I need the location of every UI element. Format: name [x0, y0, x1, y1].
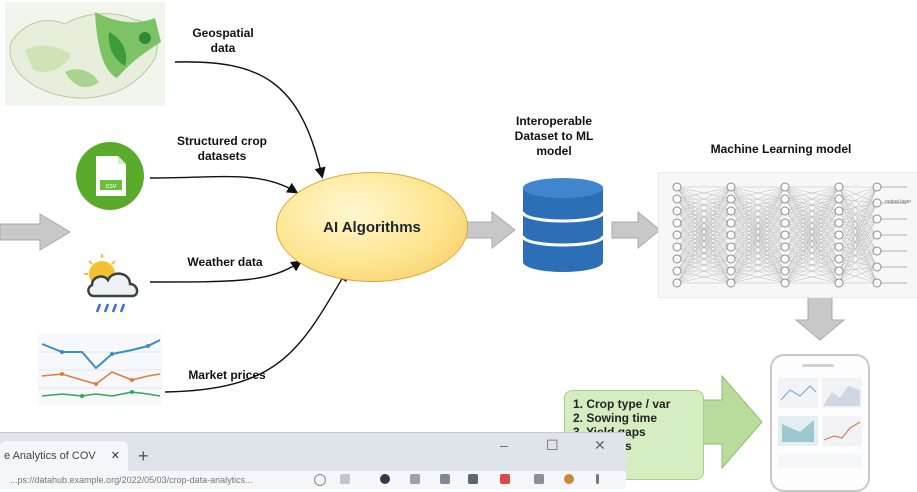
nn-neuron [726, 194, 736, 204]
nn-neuron [780, 266, 790, 276]
nn-neuron [872, 230, 882, 240]
ml-model-title: Machine Learning model [710, 142, 852, 156]
nn-neuron [672, 230, 682, 240]
nn-neuron [834, 242, 844, 252]
address-text: ...ps://datahub.example.org/2022/05/03/c… [10, 475, 253, 485]
nn-neuron [834, 182, 844, 192]
nn-neuron [780, 230, 790, 240]
nn-neuron [872, 182, 882, 192]
nn-neuron [834, 278, 844, 288]
phone-speaker [802, 364, 834, 367]
nn-connections [676, 186, 878, 284]
close-window-button[interactable]: ✕ [594, 437, 606, 453]
nn-neuron [834, 230, 844, 240]
nn-neuron [834, 218, 844, 228]
tab-close-icon[interactable]: ✕ [110, 450, 120, 462]
weather-data-label: Weather data [187, 255, 263, 269]
nn-neuron [834, 254, 844, 264]
nn-neuron [834, 194, 844, 204]
input-block-arrow [0, 213, 71, 251]
nn-neuron [726, 218, 736, 228]
recommendation-item: 2. Sowing time [573, 411, 658, 425]
weather-connector [149, 260, 303, 283]
csv-icon-text: csv [106, 183, 117, 190]
nn-neuron [726, 242, 736, 252]
structured-crop-label: Structured crop datasets [176, 134, 267, 163]
tab-title: e Analytics of COV [4, 450, 96, 462]
nn-neuron [872, 262, 882, 272]
structured-connector [149, 175, 299, 194]
weather-cloud-sun-icon [84, 254, 139, 313]
recommendation-item: 1. Crop type / var [573, 397, 671, 411]
interoperable-dataset-label: Interoperable Dataset to ML model [514, 114, 594, 158]
nn-neuron [726, 278, 736, 288]
zoom-icon[interactable] [314, 474, 326, 486]
new-tab-button[interactable]: + [138, 446, 149, 466]
ml-to-phone-block-arrow [794, 295, 846, 341]
nn-neuron [780, 182, 790, 192]
nn-output-label: output layer [885, 199, 911, 205]
nn-neuron [780, 218, 790, 228]
nn-neuron [780, 254, 790, 264]
phone-charts-image [778, 378, 862, 468]
bookmark-icon[interactable] [500, 474, 510, 484]
browser-window: e Analytics of COV ✕ + – ☐ ✕ ...ps://dat… [0, 432, 626, 489]
nn-neuron [726, 206, 736, 216]
profile-extension-icon[interactable] [380, 474, 390, 484]
nn-neuron [872, 278, 882, 288]
nn-neuron [780, 206, 790, 216]
nn-neuron [726, 254, 736, 264]
db-to-ml-block-arrow [611, 210, 661, 250]
database-icon [521, 178, 605, 272]
ai-algorithms-label: AI Algorithms [323, 218, 421, 236]
nn-neuron [872, 198, 882, 208]
share-icon[interactable] [340, 474, 350, 484]
csv-file-icon: csv [76, 142, 144, 210]
menu-dots-icon[interactable] [596, 474, 599, 484]
nn-neuron [672, 206, 682, 216]
user-avatar-icon[interactable] [564, 474, 574, 484]
nn-neuron [672, 266, 682, 276]
nn-neuron [780, 194, 790, 204]
geospatial-map-image [5, 2, 165, 106]
nn-neuron [672, 218, 682, 228]
browser-tab[interactable]: e Analytics of COV ✕ [0, 441, 128, 471]
market-connector [164, 269, 348, 393]
nn-neuron [672, 254, 682, 264]
downloads-icon[interactable] [534, 474, 544, 484]
nn-neuron [780, 278, 790, 288]
nn-neuron [872, 214, 882, 224]
ai-algorithms-node: AI Algorithms [276, 172, 468, 282]
nn-neuron [672, 242, 682, 252]
smartphone-dashboard [770, 354, 870, 492]
address-bar[interactable]: ...ps://datahub.example.org/2022/05/03/c… [0, 471, 626, 489]
nn-neuron [672, 182, 682, 192]
market-prices-label: Market prices [188, 368, 266, 382]
extension-icon[interactable] [410, 474, 420, 484]
nn-neuron [834, 206, 844, 216]
nn-neuron [834, 266, 844, 276]
ai-to-db-block-arrow [464, 210, 516, 250]
play-icon[interactable] [468, 474, 478, 484]
nn-neuron [726, 230, 736, 240]
recs-to-phone-block-arrow [699, 374, 763, 470]
nn-neuron [726, 182, 736, 192]
nn-neuron [726, 266, 736, 276]
market-prices-chart-image [38, 334, 162, 406]
neural-network-diagram: output layer [658, 172, 917, 298]
nn-neuron [872, 246, 882, 256]
nn-neuron [672, 194, 682, 204]
geospatial-label: Geospatial data [192, 26, 254, 55]
minimize-button[interactable]: – [500, 437, 508, 453]
nn-neuron [672, 278, 682, 288]
maximize-button[interactable]: ☐ [546, 437, 559, 453]
tabs-icon[interactable] [440, 474, 450, 484]
nn-neuron [780, 242, 790, 252]
neural-network-graphic: output layer [672, 182, 911, 288]
geospatial-connector [174, 61, 326, 179]
